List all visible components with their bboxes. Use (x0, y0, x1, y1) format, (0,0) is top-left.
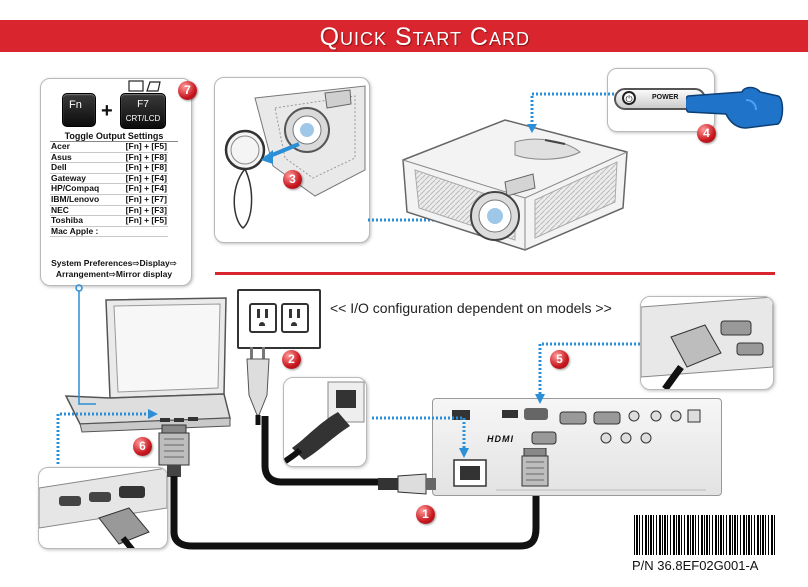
table-row: Asus[Fn] + [F8] (50, 152, 168, 164)
table-row: Gateway[Fn] + [F4] (50, 173, 168, 185)
fn-key-label: Fn (69, 99, 82, 111)
power-plug-illustration (246, 347, 270, 425)
f7-key-bottom: CRT/LCD (125, 114, 161, 123)
page-title: Quick Start Card (319, 23, 530, 51)
outlet-socket-left (249, 303, 277, 333)
pointing-hand-illustration (686, 86, 784, 129)
table-row: NEC[Fn] + [F3] (50, 205, 168, 217)
laptop-connector-line (56, 284, 158, 464)
power-button-label: POWER (652, 94, 679, 101)
table-row: Acer[Fn] + [F5] (50, 141, 168, 153)
projector-vga-closeup (641, 297, 773, 389)
step-7-badge: 7 (178, 81, 197, 100)
toggle-table-title: Toggle Output Settings (50, 131, 178, 142)
projector-vga-panel (640, 296, 774, 390)
brand-cell: Toshiba (50, 216, 114, 227)
keys-cell: [Fn] + [F4] (113, 184, 168, 195)
laptop-vga-panel (38, 467, 168, 549)
display-toggle-icon (128, 80, 161, 92)
vga-connector-line (535, 342, 640, 404)
f7-key-top: F7 (137, 99, 149, 110)
title-banner (0, 20, 808, 52)
power-cable (261, 416, 425, 486)
power-icon: ⏻ (622, 91, 636, 105)
rear-panel-ports (452, 408, 706, 491)
mac-instructions: System Preferences⇨Display⇨ Arrangement⇨… (49, 258, 179, 280)
step-5-badge: 5 (550, 350, 569, 369)
step-4-badge: 4 (697, 124, 716, 143)
step-3-badge: 3 (283, 170, 302, 189)
power-connector-line (527, 92, 614, 133)
keys-cell: [Fn] + [F4] (113, 173, 168, 185)
outlet-socket-right (281, 303, 309, 333)
step-2-badge: 2 (282, 350, 301, 369)
brand-cell: HP/Compaq (50, 184, 114, 195)
part-number: P/N 36.8EF02G001-A (632, 558, 759, 573)
table-row: Toshiba[Fn] + [F5] (50, 216, 168, 227)
section-divider (215, 272, 775, 275)
f7-key: F7 CRT/LCD (120, 93, 166, 129)
fn-key: Fn (62, 93, 96, 127)
brand-cell: Acer (50, 141, 114, 153)
brand-cell: Gateway (50, 173, 114, 185)
signal-cable (170, 476, 540, 550)
mac-step-line2: Arrangement⇨Mirror display (55, 269, 173, 279)
brand-cell: IBM/Lenovo (50, 194, 114, 206)
keys-cell (113, 226, 168, 238)
wall-outlet (237, 289, 321, 349)
table-row: IBM/Lenovo[Fn] + [F7] (50, 194, 168, 206)
projector-lens-closeup-illustration (224, 85, 366, 229)
projector-illustration (402, 119, 628, 251)
mac-step-line1: System Preferences⇨Display⇨ (51, 258, 177, 268)
toggle-output-table: Acer[Fn] + [F5] Asus[Fn] + [F8] Dell[Fn]… (50, 141, 168, 238)
laptop-vga-closeup (39, 468, 167, 548)
hdmi-logo: HDMI (487, 434, 514, 444)
projector-vga-plug (521, 448, 549, 487)
barcode (634, 515, 776, 555)
power-connector-panel (283, 377, 367, 467)
brand-cell: NEC (50, 205, 114, 217)
power-cable-closeup (284, 381, 365, 465)
brand-cell: Asus (50, 152, 114, 164)
hdmi-plug (378, 473, 436, 495)
table-row: Dell[Fn] + [F8] (50, 163, 168, 174)
io-configuration-note: << I/O configuration dependent on models… (330, 300, 612, 316)
lens-cap-panel (214, 77, 370, 243)
keys-cell: [Fn] + [F8] (113, 163, 168, 174)
step-1-badge: 1 (416, 505, 435, 524)
step-6-badge: 6 (133, 437, 152, 456)
keys-cell: [Fn] + [F5] (113, 216, 168, 227)
keys-cell: [Fn] + [F3] (113, 205, 168, 217)
table-row: HP/Compaq[Fn] + [F4] (50, 184, 168, 195)
plus-sign: + (101, 100, 113, 122)
brand-cell: Dell (50, 163, 114, 174)
power-inlet-connector-line (372, 416, 469, 458)
vga-plug-illustration (158, 424, 190, 477)
brand-cell: Mac Apple : (50, 226, 114, 238)
table-row: Mac Apple : (50, 226, 168, 238)
power-button[interactable]: ⏻ POWER (614, 88, 706, 110)
keys-cell: [Fn] + [F7] (113, 194, 168, 206)
laptop-illustration (64, 297, 231, 433)
keys-cell: [Fn] + [F5] (113, 141, 168, 153)
keys-cell: [Fn] + [F8] (113, 152, 168, 164)
